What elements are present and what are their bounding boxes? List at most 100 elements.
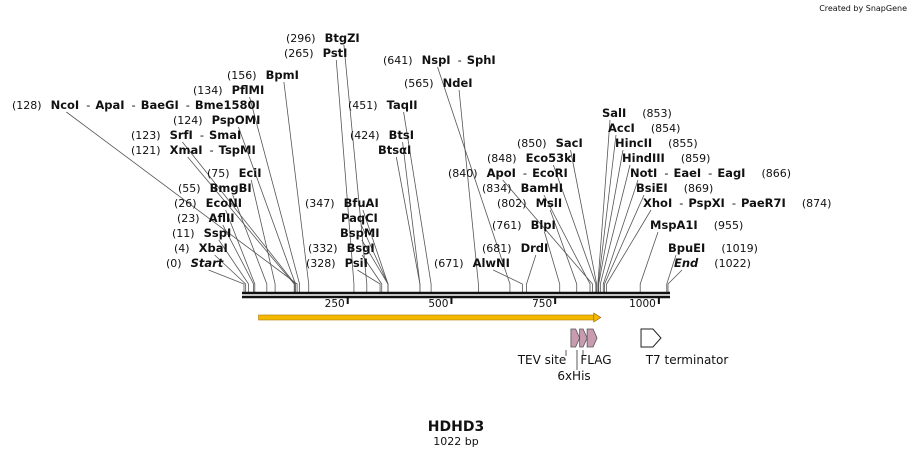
terminator-feature bbox=[640, 328, 662, 348]
site-connector bbox=[570, 149, 598, 292]
enzyme-name: NcoI bbox=[51, 98, 80, 112]
site-label: (848)Eco53kI bbox=[487, 151, 576, 165]
enzyme-name: Start bbox=[191, 256, 224, 270]
site-connector bbox=[544, 231, 561, 292]
enzyme-name: BtsαI bbox=[378, 143, 411, 157]
site-connector bbox=[357, 269, 381, 292]
enzyme-name: EciI bbox=[239, 166, 262, 180]
site-label: BsiEI(869) bbox=[636, 181, 713, 195]
site-label: (681)DrdI bbox=[482, 241, 548, 255]
site-position: (328) bbox=[306, 257, 336, 270]
enzyme-name: NotI bbox=[630, 166, 657, 180]
tag-feature bbox=[586, 328, 598, 348]
site-label: (761)BlpI bbox=[492, 218, 556, 232]
enzyme-name: AccI bbox=[608, 121, 635, 135]
site-label: (156)BpmI bbox=[227, 68, 299, 82]
site-connector bbox=[502, 179, 593, 292]
feature-label: T7 terminator bbox=[645, 353, 729, 367]
orf-arrow-head bbox=[593, 312, 602, 323]
site-label: SalI(853) bbox=[602, 106, 672, 120]
site-connector bbox=[597, 119, 611, 292]
enzyme-name: BfuAI bbox=[344, 196, 379, 210]
site-position: (840) bbox=[448, 167, 478, 180]
site-label: (802)MslI bbox=[497, 196, 562, 210]
site-connector bbox=[639, 231, 659, 292]
enzyme-name: Bme1580I bbox=[195, 98, 260, 112]
site-label: (641)NspI-SphI bbox=[383, 53, 496, 67]
enzyme-name: BtsI bbox=[389, 128, 414, 142]
enzyme-name: AflII bbox=[209, 211, 235, 225]
site-label: (11)SspI bbox=[172, 226, 231, 240]
site-label: (671)AlwNI bbox=[434, 256, 510, 270]
site-label: (55)BmgBI bbox=[178, 181, 252, 195]
site-label: NotI-EaeI-EagI(866) bbox=[630, 166, 791, 180]
site-position: (671) bbox=[434, 257, 464, 270]
site-label: HindIII(859) bbox=[622, 151, 710, 165]
enzyme-name: XhoI bbox=[643, 196, 672, 210]
sequence-backbone bbox=[242, 291, 670, 299]
enzyme-name: HindIII bbox=[622, 151, 665, 165]
site-position: (869) bbox=[684, 182, 714, 195]
site-connector bbox=[437, 66, 511, 292]
site-position: (1019) bbox=[721, 242, 758, 255]
enzyme-name: BlpI bbox=[531, 218, 556, 232]
watermark: Created by SnapGene bbox=[819, 4, 907, 13]
tag-feature bbox=[570, 328, 581, 348]
site-position: (1022) bbox=[714, 257, 751, 270]
site-connector bbox=[361, 254, 383, 292]
site-position: (834) bbox=[482, 182, 512, 195]
site-label: (296)BtgZI bbox=[286, 31, 360, 45]
site-position: (332) bbox=[308, 242, 338, 255]
enzyme-name: NspI bbox=[422, 53, 451, 67]
site-label: HincII (855) bbox=[615, 136, 698, 150]
site-separator: - bbox=[200, 128, 204, 142]
site-connector bbox=[335, 59, 355, 292]
site-connector bbox=[553, 164, 597, 292]
site-position: (955) bbox=[714, 219, 744, 232]
site-position: (124) bbox=[173, 114, 203, 127]
site-separator: - bbox=[732, 196, 736, 210]
feature-label: TEV site bbox=[517, 353, 567, 367]
site-position: (11) bbox=[172, 227, 195, 240]
site-label: (128)NcoI-ApaI-BaeGI-Bme1580I bbox=[12, 98, 260, 112]
site-separator: - bbox=[186, 98, 190, 112]
site-position: (802) bbox=[497, 197, 527, 210]
site-position: (681) bbox=[482, 242, 512, 255]
enzyme-name: Eco53kI bbox=[526, 151, 577, 165]
enzyme-name: HincII bbox=[615, 136, 652, 150]
site-label: (850)SacI bbox=[517, 136, 583, 150]
site-label: (123)SrfI-SmaI bbox=[131, 128, 241, 142]
site-position: (855) bbox=[668, 137, 698, 150]
site-separator: - bbox=[664, 166, 668, 180]
site-connector bbox=[222, 224, 254, 292]
enzyme-name: End bbox=[674, 256, 699, 270]
site-label: AccI(854) bbox=[608, 121, 680, 135]
site-position: (641) bbox=[383, 54, 413, 67]
site-connector bbox=[361, 239, 389, 292]
site-position: (565) bbox=[404, 77, 434, 90]
site-label: (265)PstI bbox=[284, 46, 347, 60]
enzyme-name: SacI bbox=[556, 136, 583, 150]
enzyme-name: BmgBI bbox=[210, 181, 252, 195]
site-connector bbox=[526, 254, 537, 292]
enzyme-name: PspXI bbox=[688, 196, 724, 210]
site-connector bbox=[403, 111, 432, 292]
site-position: (128) bbox=[12, 99, 42, 112]
site-label: PaqCI bbox=[341, 211, 378, 225]
enzyme-name: SrfI bbox=[170, 128, 193, 142]
site-separator: - bbox=[209, 143, 213, 157]
enzyme-name: ApoI bbox=[487, 166, 516, 180]
enzyme-name: PspOMI bbox=[212, 113, 261, 127]
site-position: (347) bbox=[305, 197, 335, 210]
site-label: (134)PflMI bbox=[193, 83, 264, 97]
site-connector bbox=[343, 44, 368, 292]
site-connector bbox=[214, 254, 247, 292]
site-label: (75)EciI bbox=[207, 166, 262, 180]
enzyme-name: ApaI bbox=[95, 98, 124, 112]
site-label: (121)XmaI-TspMI bbox=[131, 143, 256, 157]
site-separator: - bbox=[86, 98, 90, 112]
ruler-tick-label: 1000 bbox=[629, 298, 656, 310]
enzyme-name: XbaI bbox=[199, 241, 228, 255]
site-separator: - bbox=[708, 166, 712, 180]
